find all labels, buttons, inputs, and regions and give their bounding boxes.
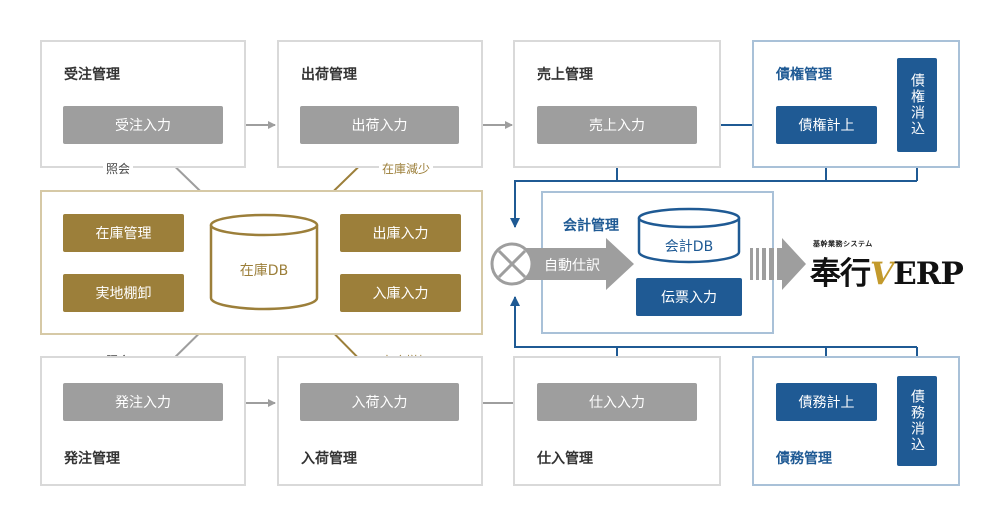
logo-name-part1: 奉行 (810, 256, 871, 292)
receivables-clear-box[interactable]: 債権消込 (897, 58, 937, 152)
product-logo: 奉行VERP (810, 248, 964, 293)
panel-title-payables-mgmt: 債務管理 (776, 451, 832, 467)
logo-subtitle: 基幹業務システム (813, 240, 873, 248)
panel-shipping-mgmt: 出荷管理 (277, 40, 483, 168)
accounting-db-cylinder (637, 207, 741, 264)
stock-out-entry-box[interactable]: 出庫入力 (340, 214, 461, 252)
panel-order-mgmt: 受注管理 (40, 40, 246, 168)
panel-purchasing-mgmt: 仕入管理 (513, 356, 721, 486)
inventory-db-label: 在庫DB (239, 263, 289, 279)
panel-title-accounting: 会計管理 (563, 218, 619, 234)
logo-name-part2: ERP (893, 256, 964, 292)
merge-circle-icon (492, 244, 532, 284)
panel-po-mgmt: 発注管理 (40, 356, 246, 486)
physical-count-box[interactable]: 実地棚卸 (63, 274, 184, 312)
voucher-entry-box[interactable]: 伝票入力 (636, 278, 742, 316)
label-stock-decrease: 在庫減少 (379, 160, 434, 177)
auto-journal-label: 自動仕訳 (544, 258, 600, 274)
receivables-post-box[interactable]: 債権計上 (776, 106, 877, 144)
auto-journal-arrow (490, 238, 634, 290)
inventory-mgmt-box[interactable]: 在庫管理 (63, 214, 184, 252)
po-entry-box[interactable]: 発注入力 (63, 383, 223, 421)
sales-entry-box[interactable]: 売上入力 (537, 106, 697, 144)
receiving-entry-box[interactable]: 入荷入力 (300, 383, 459, 421)
panel-title-receivables-mgmt: 債権管理 (776, 67, 832, 83)
panel-title-purchasing-mgmt: 仕入管理 (537, 451, 593, 467)
striped-arrow-icon (750, 238, 806, 290)
inventory-db-cylinder (209, 213, 319, 311)
stock-in-entry-box[interactable]: 入庫入力 (340, 274, 461, 312)
panel-sales-mgmt: 売上管理 (513, 40, 721, 168)
panel-receiving-mgmt: 入荷管理 (277, 356, 483, 486)
order-entry-box[interactable]: 受注入力 (63, 106, 223, 144)
panel-title-order-mgmt: 受注管理 (64, 67, 120, 83)
panel-title-sales-mgmt: 売上管理 (537, 67, 593, 83)
panel-title-po-mgmt: 発注管理 (64, 451, 120, 467)
purchase-entry-box[interactable]: 仕入入力 (537, 383, 697, 421)
payables-clear-box[interactable]: 債務消込 (897, 376, 937, 466)
panel-title-receiving-mgmt: 入荷管理 (301, 451, 357, 467)
accounting-db-label: 会計DB (664, 239, 714, 255)
shipping-entry-box[interactable]: 出荷入力 (300, 106, 459, 144)
logo-name-v: V (870, 256, 894, 292)
label-ref-top: 照会 (103, 160, 134, 177)
payables-post-box[interactable]: 債務計上 (776, 383, 877, 421)
panel-title-shipping-mgmt: 出荷管理 (301, 67, 357, 83)
